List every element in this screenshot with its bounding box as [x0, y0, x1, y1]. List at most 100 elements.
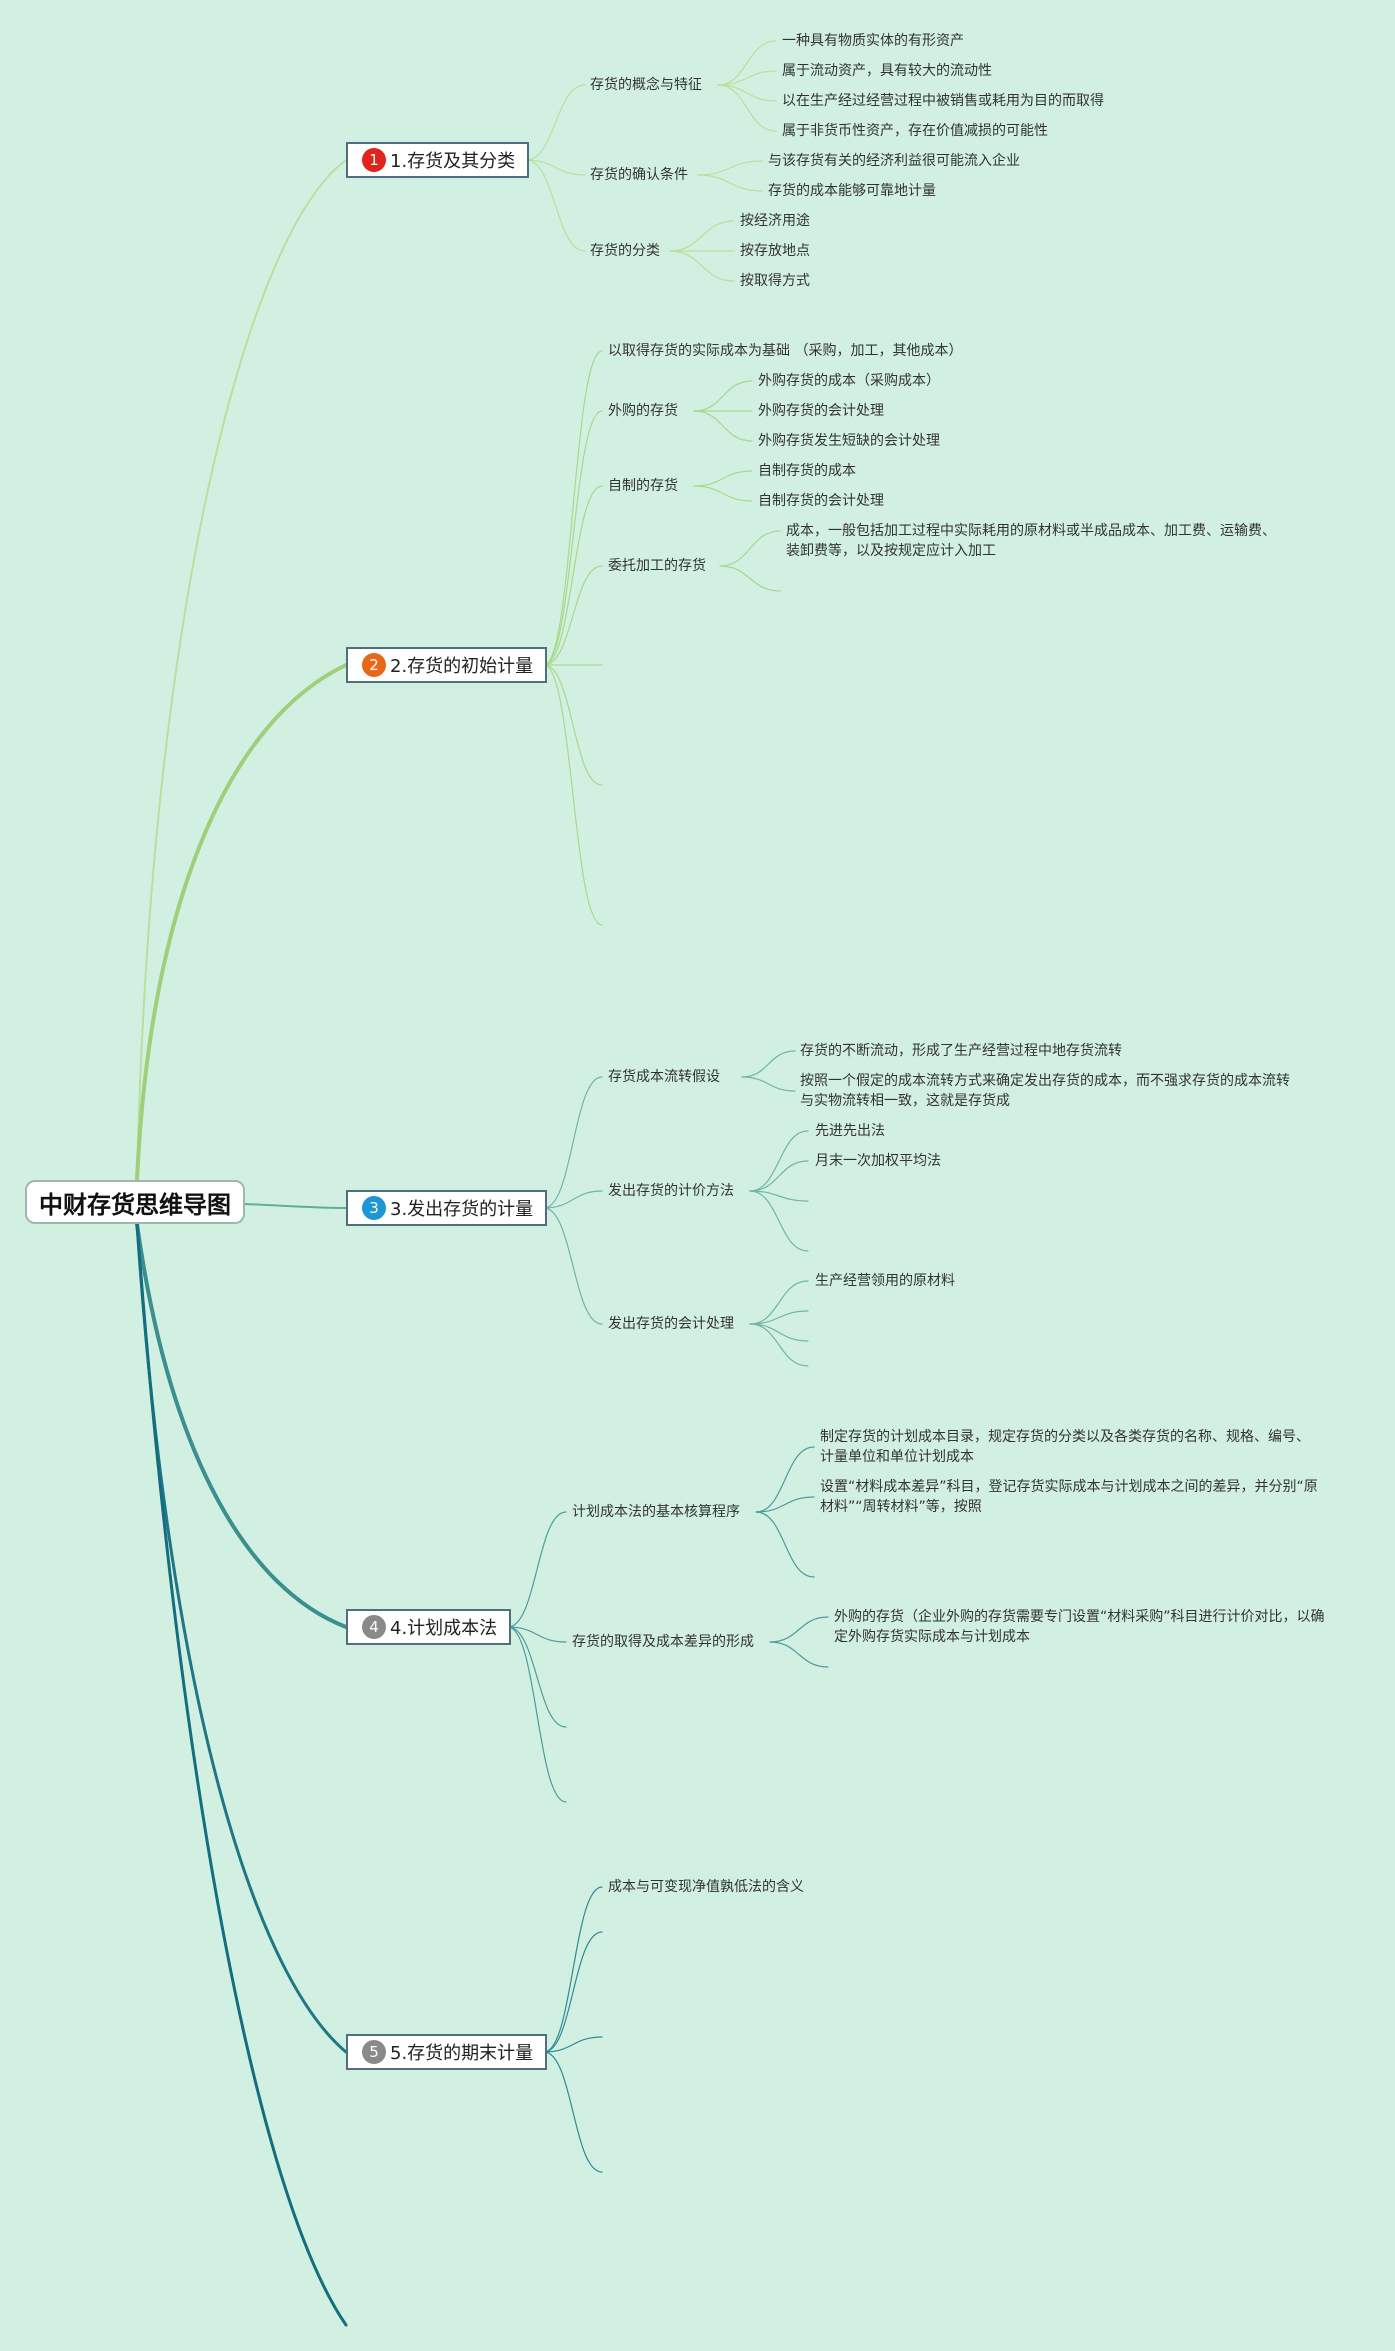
topic-1[interactable]: 1 1.存货及其分类	[346, 142, 530, 178]
topic-4-sub-1-leaf-2[interactable]: 设置“材料成本差异”科目，登记存货实际成本与计划成本之间的差异，并分别“原材料”…	[820, 1479, 1318, 1515]
number-2-badge-icon: 2	[362, 653, 386, 677]
connector-t4s2-2	[769, 1641, 829, 1668]
connector-t1s2-2	[697, 174, 763, 192]
connector-t2-1	[543, 350, 603, 666]
topic-3-sub-2-leaf-2[interactable]: 月末一次加权平均法	[815, 1153, 941, 1169]
topic-5[interactable]: 5 5.存货的期末计量	[346, 2034, 548, 2070]
topic-1-sub-1-leaf-2[interactable]: 属于流动资产，具有较大的流动性	[782, 63, 992, 79]
topic-2-label: 2.存货的初始计量	[390, 656, 534, 677]
topic-1-sub-1-leaf-3[interactable]: 以在生产经过经营过程中被销售或耗用为目的而取得	[782, 93, 1104, 109]
branch-line-4	[135, 1222, 348, 1629]
topic-2-sub-4[interactable]: 委托加工的存货	[608, 558, 706, 574]
connector-t2s4-1	[719, 530, 781, 567]
connector-t4s1-3	[755, 1511, 815, 1578]
topic-3-sub-2-leaf-1[interactable]: 先进先出法	[815, 1123, 885, 1139]
topic-4[interactable]: 4 4.计划成本法	[346, 1609, 512, 1645]
topic-1-sub-1[interactable]: 存货的概念与特征	[590, 77, 702, 93]
topic-3-sub-3-leaf-1[interactable]: 生产经营领用的原材料	[815, 1273, 955, 1289]
connector-t3s1-1	[741, 1050, 796, 1078]
connector-t2-4	[543, 565, 603, 666]
branch-line-1	[136, 159, 347, 1181]
connector-t2-2	[543, 410, 603, 666]
connector-t5-4	[543, 2051, 603, 2173]
connector-t1s1-1	[717, 40, 777, 86]
topic-3-label: 3.发出存货的计量	[390, 1199, 534, 1220]
connector-t1-1	[525, 84, 586, 161]
topic-2-sub-2-leaf-2[interactable]: 外购存货的会计处理	[758, 403, 884, 419]
connector-t2s3-1	[693, 470, 753, 487]
connector-t3-2	[543, 1190, 603, 1209]
topic-3-sub-1-leaf-2[interactable]: 按照一个假定的成本流转方式来确定发出存货的成本，而不强求存货的成本流转与实物流转…	[800, 1073, 1290, 1109]
number-5-badge-icon: 5	[362, 2040, 386, 2064]
topic-5-sub-1[interactable]: 成本与可变现净值孰低法的含义	[608, 1879, 804, 1895]
connector-t1s1-4	[717, 84, 777, 132]
connector-t3s3-3	[749, 1323, 809, 1342]
topic-1-sub-3-leaf-1[interactable]: 按经济用途	[740, 213, 810, 229]
connector-t4s1-1	[755, 1446, 815, 1513]
connector-t3s3-2	[749, 1310, 809, 1325]
connector-t1-2	[525, 159, 586, 176]
topic-1-sub-2-leaf-1[interactable]: 与该存货有关的经济利益很可能流入企业	[768, 153, 1020, 169]
topic-1-sub-2-leaf-2[interactable]: 存货的成本能够可靠地计量	[768, 183, 936, 199]
topic-3-sub-3[interactable]: 发出存货的会计处理	[608, 1316, 734, 1332]
connector-t3s2-2	[749, 1160, 809, 1192]
topic-2-sub-4-leaf-1[interactable]: 成本，一般包括加工过程中实际耗用的原材料或半成品成本、加工费、运输费、装卸费等，…	[786, 523, 1276, 559]
topic-2-sub-2-leaf-1[interactable]: 外购存货的成本（采购成本）	[758, 373, 940, 389]
topic-3-sub-1-leaf-1[interactable]: 存货的不断流动，形成了生产经营过程中地存货流转	[800, 1043, 1122, 1059]
topic-2-sub-3[interactable]: 自制的存货	[608, 478, 678, 494]
connector-t4s2-1	[769, 1616, 829, 1643]
topic-4-sub-2[interactable]: 存货的取得及成本差异的形成	[572, 1634, 754, 1650]
connector-t5-3	[543, 2036, 603, 2053]
connector-t2s2-3	[693, 410, 753, 442]
number-3-badge-icon: 3	[362, 1196, 386, 1220]
connector-t2-3	[543, 485, 603, 666]
number-1-badge-icon: 1	[362, 148, 386, 172]
connector-t3s1-2	[741, 1076, 796, 1092]
topic-4-sub-1[interactable]: 计划成本法的基本核算程序	[572, 1504, 740, 1520]
root-topic[interactable]: 中财存货思维导图	[25, 1180, 245, 1224]
topic-1-sub-1-leaf-1[interactable]: 一种具有物质实体的有形资产	[782, 33, 964, 49]
branch-line-6	[135, 1222, 348, 2327]
connector-t1s3-1	[669, 220, 735, 252]
topic-1-sub-1-leaf-4[interactable]: 属于非货币性资产，存在价值减损的可能性	[782, 123, 1048, 139]
branch-line-3	[244, 1203, 347, 1209]
connector-t3-3	[543, 1207, 603, 1325]
topic-1-sub-2[interactable]: 存货的确认条件	[590, 167, 688, 183]
connector-t2-6	[543, 664, 603, 786]
connector-t3-1	[543, 1076, 603, 1209]
connector-t4-4	[507, 1626, 567, 1803]
connector-t1s3-3	[669, 250, 735, 282]
connector-t4-3	[507, 1626, 567, 1728]
branch-line-5	[135, 1222, 348, 2054]
connector-t2s3-2	[693, 485, 753, 502]
topic-3[interactable]: 3 3.发出存货的计量	[346, 1190, 548, 1226]
connector-t1s1-2	[717, 70, 777, 86]
connector-t3s3-4	[749, 1323, 809, 1367]
connector-t4s1-2	[755, 1496, 815, 1513]
topic-3-sub-1[interactable]: 存货成本流转假设	[608, 1069, 720, 1085]
topic-5-label: 5.存货的期末计量	[390, 2043, 534, 2064]
topic-2-sub-3-leaf-1[interactable]: 自制存货的成本	[758, 463, 856, 479]
topic-2-sub-3-leaf-2[interactable]: 自制存货的会计处理	[758, 493, 884, 509]
branch-line-2	[135, 663, 348, 1182]
connector-t1-3	[525, 159, 586, 252]
connector-t1s1-3	[717, 84, 777, 102]
connector-t3s2-1	[749, 1130, 809, 1192]
number-4-badge-icon: 4	[362, 1615, 386, 1639]
topic-1-label: 1.存货及其分类	[390, 151, 516, 172]
topic-2-sub-2-leaf-3[interactable]: 外购存货发生短缺的会计处理	[758, 433, 940, 449]
connector-t2-7	[543, 664, 603, 926]
topic-2[interactable]: 2 2.存货的初始计量	[346, 647, 548, 683]
topic-2-sub-1[interactable]: 以取得存货的实际成本为基础 （采购，加工，其他成本）	[608, 343, 963, 359]
connector-t4-2	[507, 1626, 567, 1643]
topic-2-sub-2[interactable]: 外购的存货	[608, 403, 678, 419]
topic-4-sub-1-leaf-1[interactable]: 制定存货的计划成本目录，规定存货的分类以及各类存货的名称、规格、编号、计量单位和…	[820, 1429, 1310, 1465]
topic-4-sub-2-leaf-1[interactable]: 外购的存货（企业外购的存货需要专门设置“材料采购”科目进行计价对比，以确定外购存…	[834, 1609, 1325, 1645]
topic-3-sub-2[interactable]: 发出存货的计价方法	[608, 1183, 734, 1199]
connector-t3s3-1	[749, 1280, 809, 1325]
topic-1-sub-3[interactable]: 存货的分类	[590, 243, 660, 259]
topic-1-sub-3-leaf-3[interactable]: 按取得方式	[740, 273, 810, 289]
topic-1-sub-3-leaf-2[interactable]: 按存放地点	[740, 243, 810, 259]
connector-t5-1	[543, 1886, 603, 2053]
